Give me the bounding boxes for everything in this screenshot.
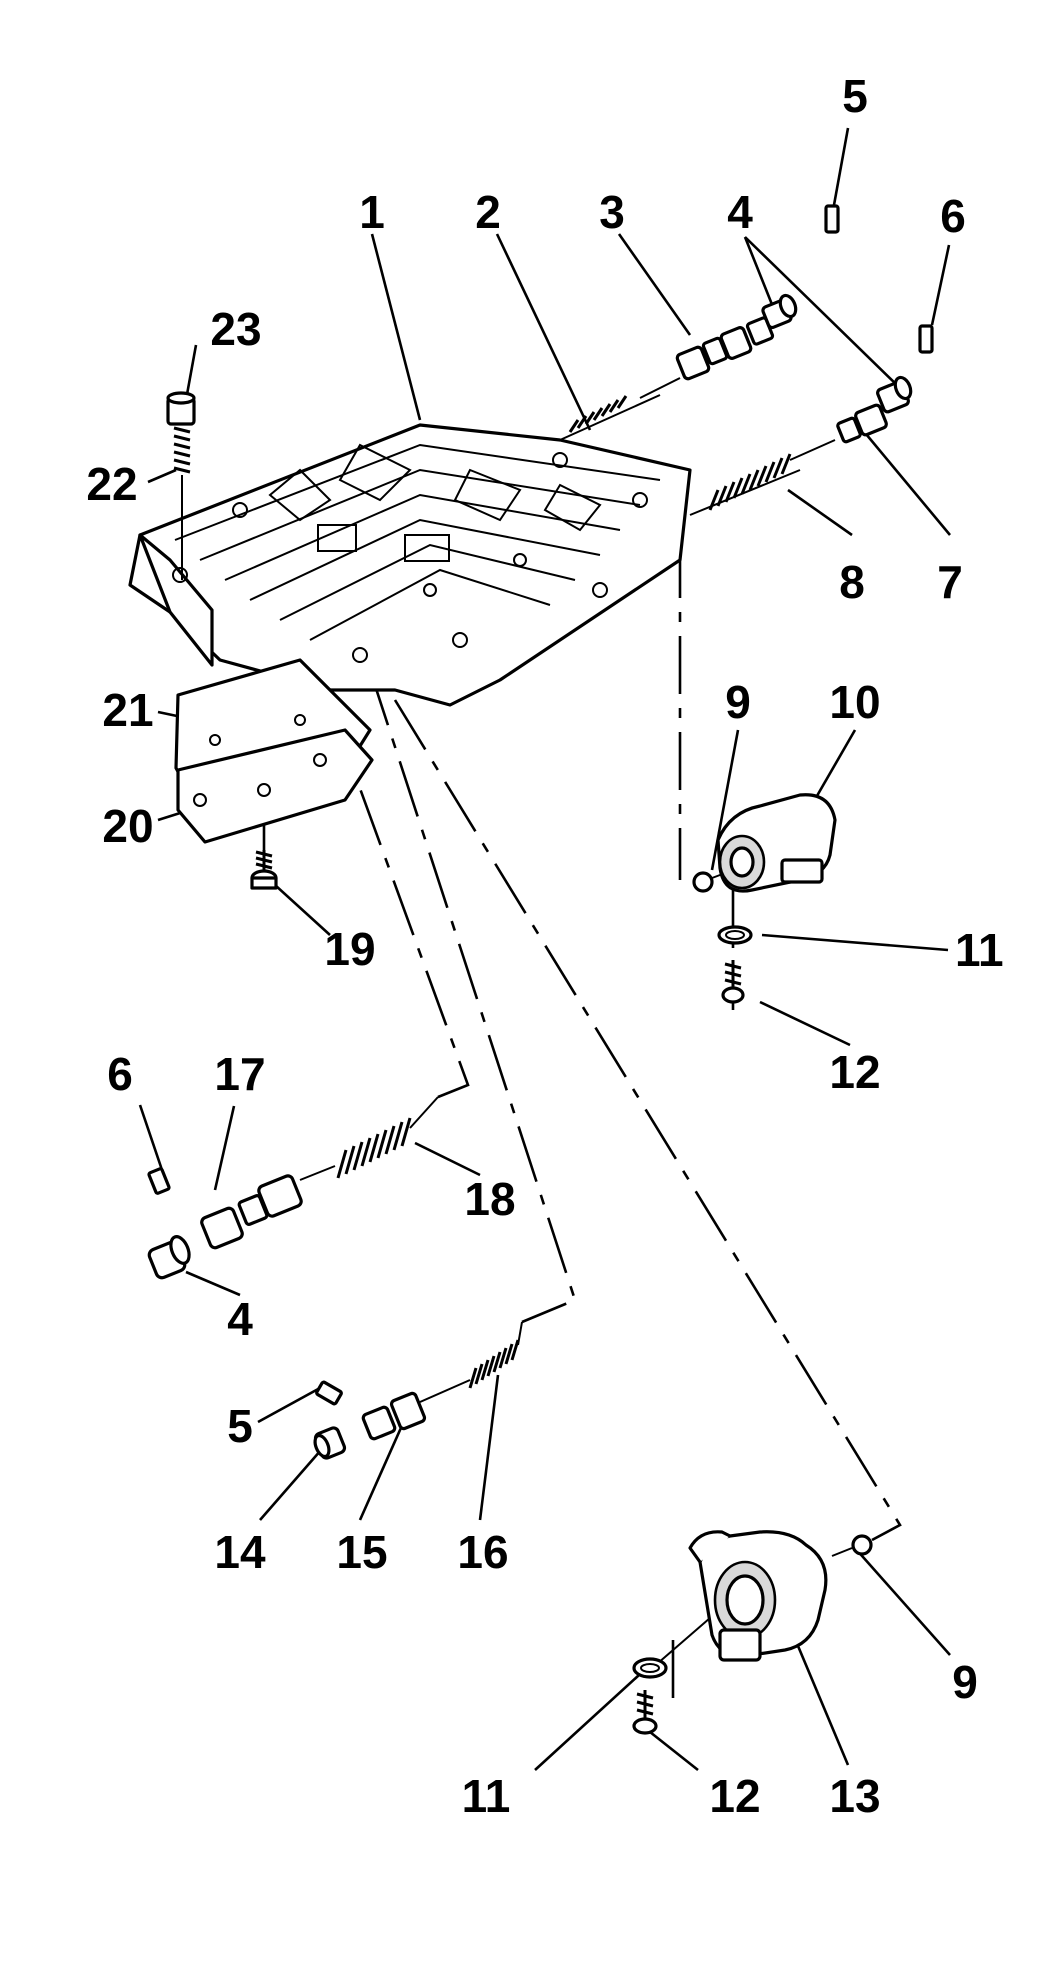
callout-9-bottom: 9 (952, 1656, 978, 1708)
leader-5-left (257, 1386, 321, 1424)
axis-solenoid-bottom (393, 699, 902, 1542)
leader-5-top (832, 127, 850, 206)
callout-8: 8 (839, 556, 865, 608)
leader-lines (138, 127, 951, 1772)
callout-5-left: 5 (227, 1400, 253, 1452)
callout-18: 18 (464, 1173, 515, 1225)
spacer-plate-and-gasket (174, 658, 374, 844)
solenoid-13-assembly (632, 1530, 873, 1735)
o-ring-9-bottom (851, 1534, 873, 1556)
callout-2: 2 (475, 186, 501, 238)
solenoid-10-assembly (692, 793, 837, 1004)
leader-16 (478, 1374, 500, 1521)
valve-train-left (147, 1096, 439, 1280)
callout-4-top: 4 (727, 186, 753, 238)
callout-numbers: 1 2 3 4 5 6 7 8 9 10 11 12 6 17 18 19 20… (86, 70, 1003, 1822)
axis-16-spring (368, 669, 577, 1324)
retainer-pin-5-left (315, 1380, 343, 1406)
callout-12-top: 12 (829, 1046, 880, 1098)
callout-6-left: 6 (107, 1048, 133, 1100)
screw-19 (250, 850, 278, 890)
leader-19 (274, 884, 331, 936)
callout-20: 20 (102, 800, 153, 852)
leader-3 (617, 233, 692, 336)
leader-22 (147, 468, 177, 484)
retainer-pin-5-top (824, 204, 840, 234)
leader-6-top (930, 244, 951, 326)
callout-15: 15 (336, 1526, 387, 1578)
leader-1 (370, 233, 422, 421)
callout-19: 19 (324, 923, 375, 975)
callout-17: 17 (214, 1048, 265, 1100)
valve-train-bottom (313, 1321, 523, 1460)
callout-4-left: 4 (227, 1293, 253, 1345)
leader-17 (213, 1105, 236, 1191)
callout-12-bottom: 12 (709, 1770, 760, 1822)
leader-12-bottom (649, 1730, 699, 1772)
retainer-pin-6-left (147, 1167, 171, 1195)
leader-4-left (185, 1270, 241, 1297)
leader-12-top (759, 1000, 851, 1047)
valve-body (128, 423, 692, 707)
valve-train-second (689, 375, 913, 516)
leader-4b (744, 236, 901, 389)
callout-11-top: 11 (955, 924, 1004, 976)
leader-9-bottom (854, 1547, 951, 1656)
callout-3: 3 (599, 186, 625, 238)
callout-7: 7 (937, 556, 963, 608)
leader-23 (184, 344, 198, 401)
retainer-pin-6-top (918, 324, 934, 354)
screw-12-bottom (632, 1717, 658, 1735)
valve-17 (200, 1206, 244, 1250)
leader-2 (495, 233, 592, 431)
screw-12-top (721, 986, 745, 1004)
leader-4a (743, 236, 777, 313)
valve-train-top (559, 293, 798, 441)
seal-11-bottom (632, 1657, 668, 1679)
callout-16: 16 (457, 1526, 508, 1578)
leader-11-bottom (534, 1664, 651, 1771)
valve-15 (361, 1405, 397, 1441)
callout-14: 14 (214, 1526, 266, 1578)
leader-11-top (761, 933, 949, 952)
callout-1: 1 (359, 186, 385, 238)
retainer-pins-top (824, 204, 934, 354)
leader-14 (259, 1441, 329, 1521)
callout-23: 23 (210, 303, 261, 355)
leader-8 (787, 488, 853, 537)
leader-7 (865, 433, 951, 536)
callout-11-bottom: 11 (462, 1770, 511, 1822)
callout-6-top: 6 (940, 190, 966, 242)
callout-5-top: 5 (842, 70, 868, 122)
leader-6-left (138, 1104, 164, 1171)
seal-11-top (717, 925, 753, 945)
o-ring-9-top (692, 871, 714, 893)
callout-13: 13 (829, 1770, 880, 1822)
callout-9-top: 9 (725, 676, 751, 728)
callout-10: 10 (829, 676, 880, 728)
leader-15 (358, 1411, 410, 1521)
leader-9-top (710, 729, 740, 871)
gasket (176, 728, 374, 844)
plug-23-spring-22 (166, 391, 196, 580)
leader-18 (414, 1141, 481, 1177)
callout-22: 22 (86, 458, 137, 510)
callout-21: 21 (102, 684, 153, 736)
